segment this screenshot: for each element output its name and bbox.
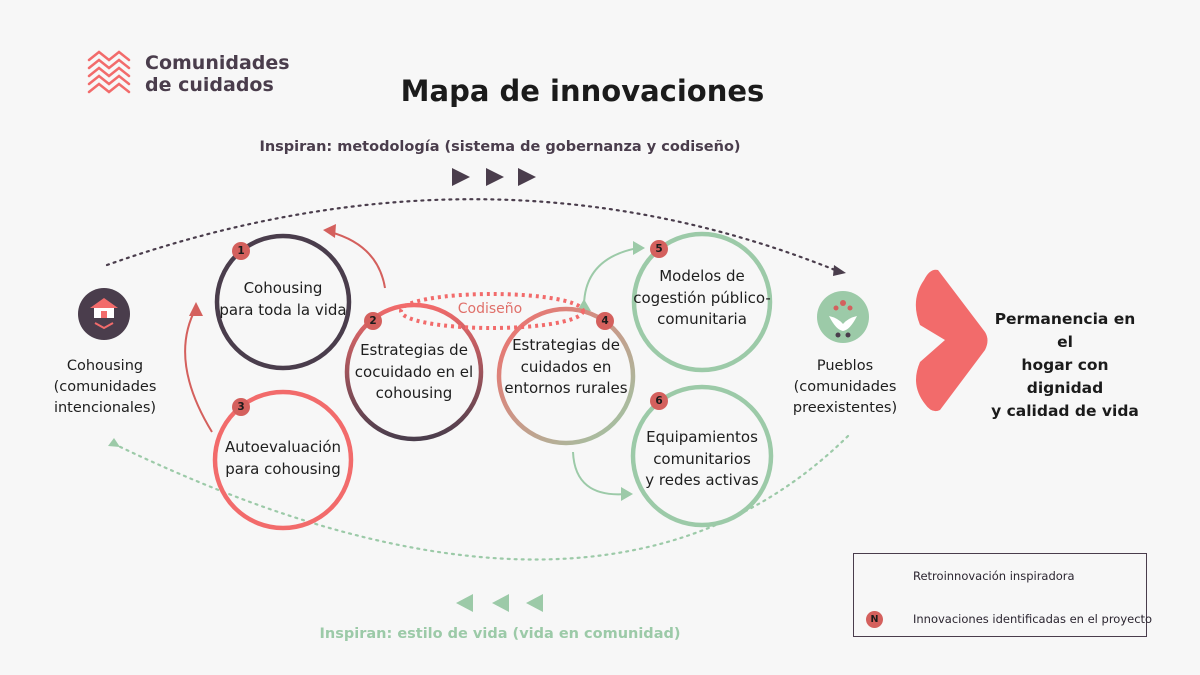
innovation-5-line3: comunitaria xyxy=(657,310,747,328)
innovation-badge-5: 5 xyxy=(650,240,668,258)
top-flow-label: Inspiran: metodología (sistema de gobern… xyxy=(259,139,741,155)
outcome-text: Permanencia en el hogar con dignidad y c… xyxy=(985,308,1145,423)
innovation-6-line2: comunitarios xyxy=(653,449,751,468)
innovation-text-3: Autoevaluación para cohousing xyxy=(213,437,353,480)
right-community-label: Pueblos (comunidades preexistentes) xyxy=(780,356,910,419)
left-community-label: Cohousing (comunidades intencionales) xyxy=(40,356,170,419)
house-icon xyxy=(78,288,130,340)
codiseno-ellipse xyxy=(399,292,585,330)
innovation-text-6: Equipamientos comunitarios y redes activ… xyxy=(627,427,777,492)
innovation-badge-4: 4 xyxy=(596,312,614,330)
page-title: Mapa de innovaciones xyxy=(400,74,765,108)
innovation-3-line2: para cohousing xyxy=(225,459,341,478)
innovation-3-line1: Autoevaluación xyxy=(224,438,342,456)
innovation-4-line3: entornos rurales xyxy=(504,379,628,397)
innovation-circle-1 xyxy=(214,233,352,371)
left-community-line3: intencionales) xyxy=(53,400,157,416)
legend-badge: N xyxy=(866,611,883,628)
logo-line2: de cuidados xyxy=(145,74,274,96)
innovation-text-5: Modelos de cogestión público- comunitari… xyxy=(627,266,777,331)
innovation-circle-2 xyxy=(344,302,484,442)
innovation-2-line3: cohousing xyxy=(375,384,453,402)
innovation-1-line1: Cohousing xyxy=(243,279,323,297)
top-inspiration-arrow xyxy=(105,198,842,274)
outcome-line2: hogar con dignidad xyxy=(1021,356,1109,397)
innovation-6-line1: Equipamientos xyxy=(646,428,758,446)
innovation-4-line2: cuidados en xyxy=(520,357,612,376)
left-community-line2: (comunidades xyxy=(53,379,157,395)
innovation-2-line2: cocuidado en el xyxy=(354,362,474,381)
right-community-line2: (comunidades xyxy=(793,379,897,395)
codiseno-label: Codiseño xyxy=(457,301,523,317)
innovation-6-line3: y redes activas xyxy=(645,471,759,489)
innovation-badge-2: 2 xyxy=(364,312,382,330)
innovation-circle-6 xyxy=(630,384,774,528)
innovation-circle-4 xyxy=(496,306,636,446)
innovation-text-4: Estrategias de cuidados en entornos rura… xyxy=(496,335,636,400)
innovation-5-line1: Modelos de xyxy=(659,267,745,285)
right-community-line1: Pueblos xyxy=(816,358,874,374)
connector-arrowheads-icon xyxy=(189,224,645,501)
innovation-badge-1: 1 xyxy=(232,242,250,260)
innovation-2-line1: Estrategias de xyxy=(360,341,468,359)
outcome-heart-shape xyxy=(915,269,988,412)
innovation-text-1: Cohousing para toda la vida xyxy=(213,278,353,321)
logo-waves-icon xyxy=(87,50,131,94)
innovation-4-line1: Estrategias de xyxy=(512,336,620,354)
bottom-flow-label: Inspiran: estilo de vida (vida en comuni… xyxy=(319,626,681,642)
outcome-line1: Permanencia en el xyxy=(994,310,1136,351)
bottom-inspiration-arrow xyxy=(108,434,850,561)
connector-arrows xyxy=(184,231,639,496)
top-arrowheads-icon xyxy=(452,168,846,276)
innovation-text-2: Estrategias de cocuidado en el cohousing xyxy=(344,340,484,405)
innovation-circle-3 xyxy=(212,389,354,531)
legend xyxy=(853,553,1147,637)
innovation-1-line2: para toda la vida xyxy=(219,300,347,319)
logo-line1: Comunidades xyxy=(145,52,290,74)
innovation-badge-3: 3 xyxy=(232,398,250,416)
innovation-circle-5 xyxy=(631,231,773,373)
logo-text: Comunidades de cuidados xyxy=(145,52,290,96)
innovation-badge-6: 6 xyxy=(650,392,668,410)
legend-item-innovations: Innovaciones identificadas en el proyect… xyxy=(913,612,1153,626)
sprout-icon xyxy=(817,291,869,343)
right-community-line3: preexistentes) xyxy=(792,400,898,416)
left-community-line1: Cohousing xyxy=(66,358,144,374)
innovation-5-line2: cogestión público- xyxy=(633,288,771,307)
outcome-line3: y calidad de vida xyxy=(991,402,1139,420)
legend-item-retroinnovation: Retroinnovación inspiradora xyxy=(913,569,1075,583)
bottom-arrowheads-icon xyxy=(108,438,543,612)
